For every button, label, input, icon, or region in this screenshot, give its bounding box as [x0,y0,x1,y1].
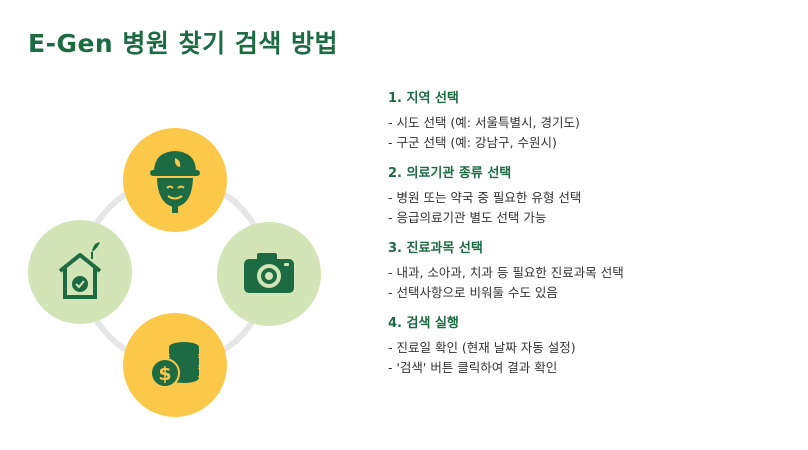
eco-home-check-icon [58,242,102,299]
steps-list: 1. 지역 선택 - 시도 선택 (예: 서울특별시, 경기도) - 구군 선택… [388,90,788,390]
node-bottom: $ [123,313,227,417]
dollar-coins-icon: $ [150,342,199,388]
page-title: E-Gen 병원 찾기 검색 방법 [28,29,339,58]
step-region: 1. 지역 선택 - 시도 선택 (예: 서울특별시, 경기도) - 구군 선택… [388,90,788,153]
node-left [28,220,132,324]
node-top [123,128,227,232]
step-line: - 내과, 소아과, 치과 등 필요한 진료과목 선택 [388,265,624,280]
step-line: - 병원 또는 약국 중 필요한 유형 선택 [388,190,582,205]
step-line: - 응급의료기관 별도 선택 가능 [388,210,547,225]
svg-text:$: $ [158,363,171,385]
step-line: - 선택사항으로 비워둘 수도 있음 [388,285,558,300]
step-line: - 진료일 확인 (현재 날짜 자동 설정) [388,340,576,355]
worker-face-icon [150,151,200,213]
node-right [217,222,321,326]
step-facility-type: 2. 의료기관 종류 선택 - 병원 또는 약국 중 필요한 유형 선택 - 응… [388,165,788,228]
step-title: 4. 검색 실행 [388,316,459,331]
step-title: 1. 지역 선택 [388,91,459,106]
step-title: 2. 의료기관 종류 선택 [388,166,512,181]
step-line: - '검색' 버튼 클릭하여 결과 확인 [388,360,558,375]
step-line: - 시도 선택 (예: 서울특별시, 경기도) [388,115,580,130]
step-search: 4. 검색 실행 - 진료일 확인 (현재 날짜 자동 설정) - '검색' 버… [388,315,788,378]
camera-icon [244,253,294,293]
step-title: 3. 진료과목 선택 [388,241,483,256]
step-department: 3. 진료과목 선택 - 내과, 소아과, 치과 등 필요한 진료과목 선택 -… [388,240,788,303]
step-line: - 구군 선택 (예: 강남구, 수원시) [388,135,557,150]
